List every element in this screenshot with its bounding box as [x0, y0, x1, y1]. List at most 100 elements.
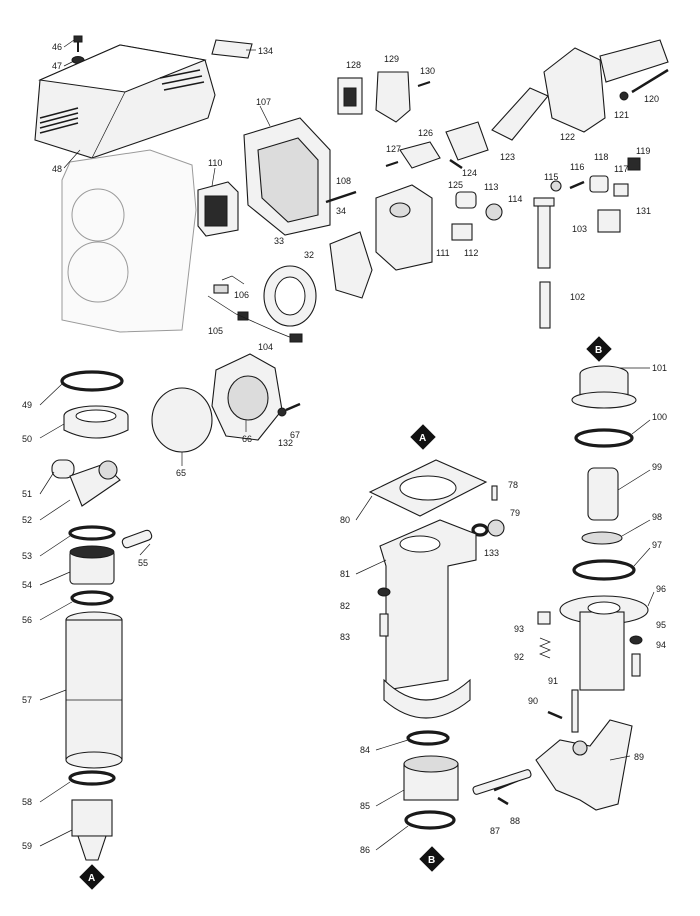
marker-a-bottom: A: [79, 864, 105, 890]
label-79: 79: [510, 508, 520, 518]
leader-56: [39, 601, 73, 621]
part-87-pin: [497, 796, 509, 806]
label-55: 55: [138, 558, 148, 568]
part-110-switch-face: [204, 195, 228, 227]
label-100: 100: [652, 412, 667, 422]
label-86: 86: [360, 845, 370, 855]
label-127: 127: [386, 144, 401, 154]
label-90: 90: [528, 696, 538, 706]
leader-lines: [39, 39, 655, 851]
label-104: 104: [258, 342, 273, 352]
part-107-frame-inner: [257, 137, 319, 223]
part-93-cap: [537, 611, 551, 625]
leader-50: [39, 423, 65, 439]
part-102-rod: [539, 281, 551, 329]
part-113-cylinder: [455, 191, 477, 209]
label-53: 53: [22, 551, 32, 561]
label-108: 108: [336, 176, 351, 186]
part-54-piston-top: [69, 545, 115, 559]
leader-54: [39, 571, 71, 586]
part-48-cover-top: [38, 44, 207, 93]
part-122-grip: [599, 39, 669, 83]
label-84: 84: [360, 745, 370, 755]
leader-49: [39, 383, 63, 406]
part-129-clip: [375, 71, 411, 123]
label-105: 105: [208, 326, 223, 336]
svg-text:B: B: [595, 345, 602, 356]
leader-46: [63, 39, 75, 48]
label-32: 32: [304, 250, 314, 260]
svg-text:B: B: [428, 855, 435, 866]
part-86-ring: [404, 810, 456, 830]
leader-89: [609, 755, 631, 761]
leader-85: [375, 789, 405, 807]
part-83-bolt: [379, 613, 389, 637]
label-112: 112: [464, 248, 478, 258]
label-110: 110: [208, 158, 222, 168]
label-93: 93: [514, 624, 524, 634]
part-96-bore: [587, 601, 621, 615]
label-115: 115: [544, 172, 558, 182]
part-88-lever-pin: [472, 769, 532, 795]
part-121-nut: [619, 91, 629, 101]
motor-housing-bore-top: [71, 188, 125, 242]
leader-107: [259, 105, 271, 127]
label-119: 119: [636, 146, 650, 156]
label-101: 101: [652, 363, 667, 373]
part-57-cylinder: [65, 619, 123, 761]
label-58: 58: [22, 797, 32, 807]
part-117-cap: [613, 183, 629, 197]
label-54: 54: [22, 580, 32, 590]
part-122-handle-housing: [543, 47, 606, 133]
part-131-block: [597, 209, 621, 233]
leader-51: [39, 471, 55, 495]
part-90-pin: [547, 710, 563, 720]
label-134: 134: [258, 46, 273, 56]
part-46-screw-head: [73, 35, 83, 43]
part-85-bush-top: [403, 755, 459, 773]
label-129: 129: [384, 54, 399, 64]
label-128: 128: [346, 60, 361, 70]
part-92-spring: [539, 637, 551, 659]
part-97-ring: [572, 559, 636, 581]
label-46: 46: [52, 42, 62, 52]
leader-81: [355, 559, 387, 575]
part-130-screw: [417, 81, 431, 87]
part-67-screw: [285, 402, 301, 412]
label-83: 83: [340, 632, 350, 642]
label-113: 113: [484, 182, 498, 192]
label-133: 133: [484, 548, 499, 558]
label-94: 94: [656, 640, 666, 650]
part-96-body: [579, 611, 625, 691]
marker-b-bottom: B: [419, 846, 445, 872]
reference-markers: A A B B: [79, 336, 612, 890]
label-49: 49: [22, 400, 32, 410]
label-111: 111: [436, 248, 450, 258]
retainer-group: [535, 365, 649, 811]
motor-housing-outline: [61, 149, 197, 333]
part-116-pin: [569, 180, 585, 190]
part-114-bush: [485, 203, 503, 221]
right-top-group: [533, 157, 641, 329]
label-107: 107: [256, 97, 271, 107]
label-95: 95: [656, 620, 666, 630]
part-101-flange: [571, 391, 637, 409]
label-120: 120: [644, 94, 659, 104]
part-49-ring: [60, 370, 124, 392]
label-81: 81: [340, 569, 350, 579]
label-85: 85: [360, 801, 370, 811]
part-82-washer: [377, 587, 391, 597]
label-91: 91: [548, 676, 558, 686]
label-99: 99: [652, 462, 662, 472]
leader-55: [139, 543, 151, 556]
label-52: 52: [22, 515, 32, 525]
leader-98: [621, 519, 651, 537]
part-128-insert: [343, 87, 357, 107]
label-122: 122: [560, 132, 575, 142]
part-106-wire: [221, 275, 245, 285]
label-102: 102: [570, 292, 585, 302]
label-98: 98: [652, 512, 662, 522]
label-96: 96: [656, 584, 666, 594]
